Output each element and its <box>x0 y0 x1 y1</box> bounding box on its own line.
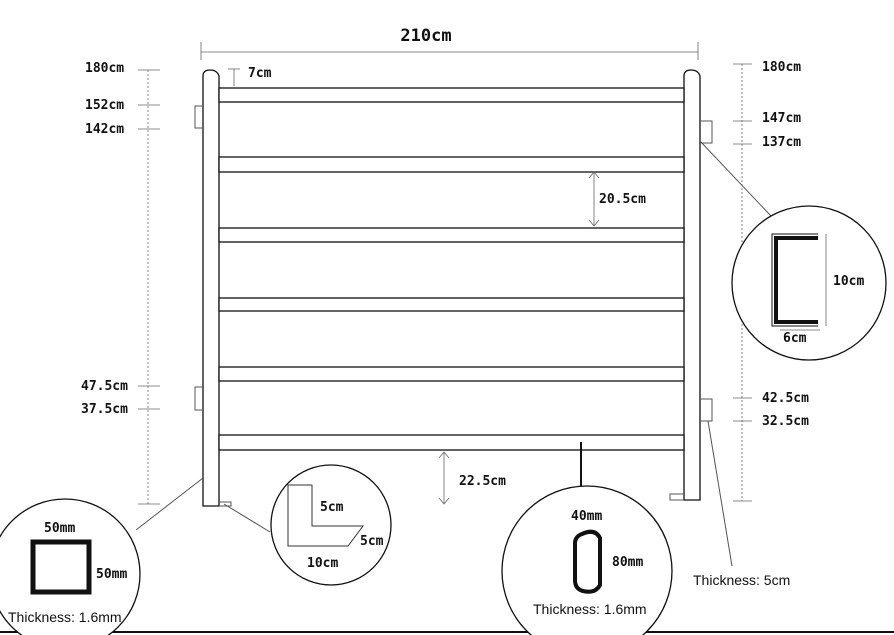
oval-rail-detail: 40mm 80mm Thickness: 1.6mm <box>501 442 673 635</box>
angle-base-label: 10cm <box>307 556 338 571</box>
left-lower-top-label: 47.5cm <box>81 379 128 394</box>
bracket-note: Thickness: 5cm <box>693 420 790 588</box>
rail-4 <box>218 297 685 312</box>
angle-detail: 5cm 5cm 10cm <box>223 464 392 586</box>
ground-clearance-label: 22.5cm <box>459 474 506 489</box>
fence-rails <box>218 87 685 451</box>
angle-leg-a-label: 5cm <box>320 500 344 515</box>
right-post <box>669 69 713 501</box>
c-channel-detail: 10cm 6cm <box>699 140 887 361</box>
oval-thickness-label: Thickness: 1.6mm <box>533 601 647 617</box>
left-post <box>194 69 232 507</box>
square-width-label: 50mm <box>44 521 75 536</box>
bracket-thickness-label: Thickness: 5cm <box>693 572 790 588</box>
rail-2 <box>218 156 685 173</box>
top-gap-dimension: 7cm <box>228 66 272 86</box>
square-thickness-label: Thickness: 1.6mm <box>8 609 122 625</box>
rail-6 <box>218 434 685 451</box>
rail-spacing-dimension: 20.5cm <box>588 171 646 227</box>
ground-clearance-dimension: 22.5cm <box>438 451 506 505</box>
right-upper-bottom-label: 137cm <box>762 135 801 150</box>
left-height-dimension: 180cm 152cm 142cm 47.5cm 37.5cm <box>81 61 160 505</box>
square-height-label: 50mm <box>96 567 127 582</box>
rail-5 <box>218 366 685 382</box>
right-height-label: 180cm <box>762 60 801 75</box>
rail-3 <box>218 227 685 243</box>
left-upper-top-label: 152cm <box>85 98 124 113</box>
angle-leg-b-label: 5cm <box>360 534 384 549</box>
left-upper-bottom-label: 142cm <box>85 122 124 137</box>
oval-height-label: 80mm <box>612 555 643 570</box>
right-upper-top-label: 147cm <box>762 111 801 126</box>
top-gap-label: 7cm <box>248 66 272 81</box>
c-channel-height-label: 10cm <box>833 274 864 289</box>
left-height-label: 180cm <box>85 61 124 76</box>
c-channel-width-label: 6cm <box>783 331 807 346</box>
left-lower-bottom-label: 37.5cm <box>81 402 128 417</box>
square-post-detail: 50mm 50mm Thickness: 1.6mm <box>0 477 204 635</box>
rail-1 <box>218 87 685 103</box>
overall-width-dimension: 210cm <box>200 26 699 60</box>
oval-width-label: 40mm <box>571 509 602 524</box>
right-lower-bottom-label: 32.5cm <box>762 414 809 429</box>
right-lower-top-label: 42.5cm <box>762 391 809 406</box>
overall-width-label: 210cm <box>400 26 451 46</box>
right-height-dimension: 180cm 147cm 137cm 42.5cm 32.5cm <box>733 60 809 502</box>
rail-spacing-label: 20.5cm <box>599 192 646 207</box>
